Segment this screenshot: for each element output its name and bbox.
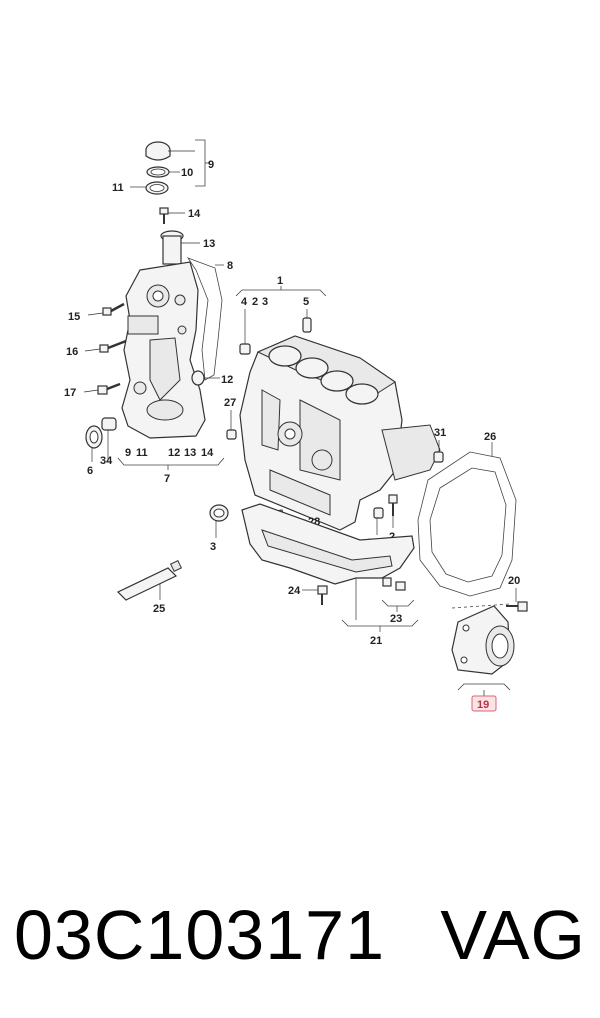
- dowel-27b: [373, 507, 384, 535]
- highlighted-part-19-box: [471, 695, 497, 712]
- callout-23: 23: [390, 613, 402, 625]
- callout-16: 16: [66, 346, 78, 358]
- dowel-31: [433, 440, 444, 463]
- callout-10: 10: [181, 167, 193, 179]
- callout-1: 1: [277, 275, 283, 287]
- callout-9b: 9: [125, 447, 131, 459]
- bolt-20: [506, 588, 528, 612]
- callout-9: 9: [208, 159, 214, 171]
- brand-label: VAG: [440, 896, 586, 974]
- callout-31: 31: [434, 427, 446, 439]
- oil-filler-cap: [145, 141, 195, 161]
- callout-24: 24: [288, 585, 301, 597]
- part-number: 03C103171: [14, 896, 385, 974]
- callout-34: 34: [100, 455, 113, 467]
- callout-11: 11: [112, 182, 124, 194]
- callout-7: 7: [164, 473, 170, 485]
- gasket-26: [417, 442, 517, 597]
- callout-13b: 13: [184, 447, 196, 459]
- bolt-15: [87, 302, 125, 316]
- bolt-16: [84, 339, 127, 353]
- callout-13: 13: [203, 238, 215, 250]
- timing-cover: [121, 261, 206, 439]
- dowel-27: [226, 410, 237, 440]
- callout-20: 20: [508, 575, 520, 587]
- callout-8: 8: [227, 260, 233, 272]
- seal-6: [85, 425, 103, 462]
- callout-21: 21: [370, 635, 382, 647]
- seal-ring-11: [130, 181, 169, 195]
- bolt-24: [302, 585, 328, 605]
- bolt-17: [83, 382, 121, 395]
- bolt-2: [388, 494, 398, 528]
- exploded-parts-diagram: 9 10 11 14 13 8 15 16: [64, 139, 528, 712]
- callout-15: 15: [68, 311, 80, 323]
- callout-12b: 12: [168, 447, 180, 459]
- callout-6: 6: [87, 465, 93, 477]
- callout-3: 3: [262, 296, 268, 308]
- drain-plug-23: [381, 577, 415, 612]
- footer: 03C103171 VAG: [0, 880, 600, 990]
- dowel-sleeve-4: [239, 343, 251, 355]
- dowel-pin-5: [302, 317, 312, 333]
- rear-seal-flange-19: [451, 605, 515, 675]
- callout-14: 14: [188, 208, 201, 220]
- callout-5: 5: [303, 296, 309, 308]
- cylinder-block: [239, 335, 441, 531]
- gasket-8: [186, 257, 223, 381]
- seal-ring-10: [146, 166, 180, 178]
- seal-12: [191, 370, 220, 386]
- callout-3b: 3: [210, 541, 216, 553]
- seal-3: [209, 504, 229, 538]
- callout-19-highlighted: 19: [477, 699, 489, 711]
- bolt-14: [159, 207, 185, 224]
- callout-11b: 11: [136, 447, 148, 459]
- callout-14b: 14: [201, 447, 214, 459]
- callout-25: 25: [153, 603, 165, 615]
- oil-pan: [241, 503, 415, 585]
- callout-27: 27: [224, 397, 236, 409]
- callout-4: 4: [241, 296, 248, 308]
- callout-12: 12: [221, 374, 233, 386]
- callout-26: 26: [484, 431, 496, 443]
- callout-2: 2: [252, 296, 258, 308]
- sealant-tube-25: [116, 559, 183, 601]
- callout-17: 17: [64, 387, 76, 399]
- plug-34: [101, 417, 117, 462]
- filler-neck-13: [160, 230, 200, 265]
